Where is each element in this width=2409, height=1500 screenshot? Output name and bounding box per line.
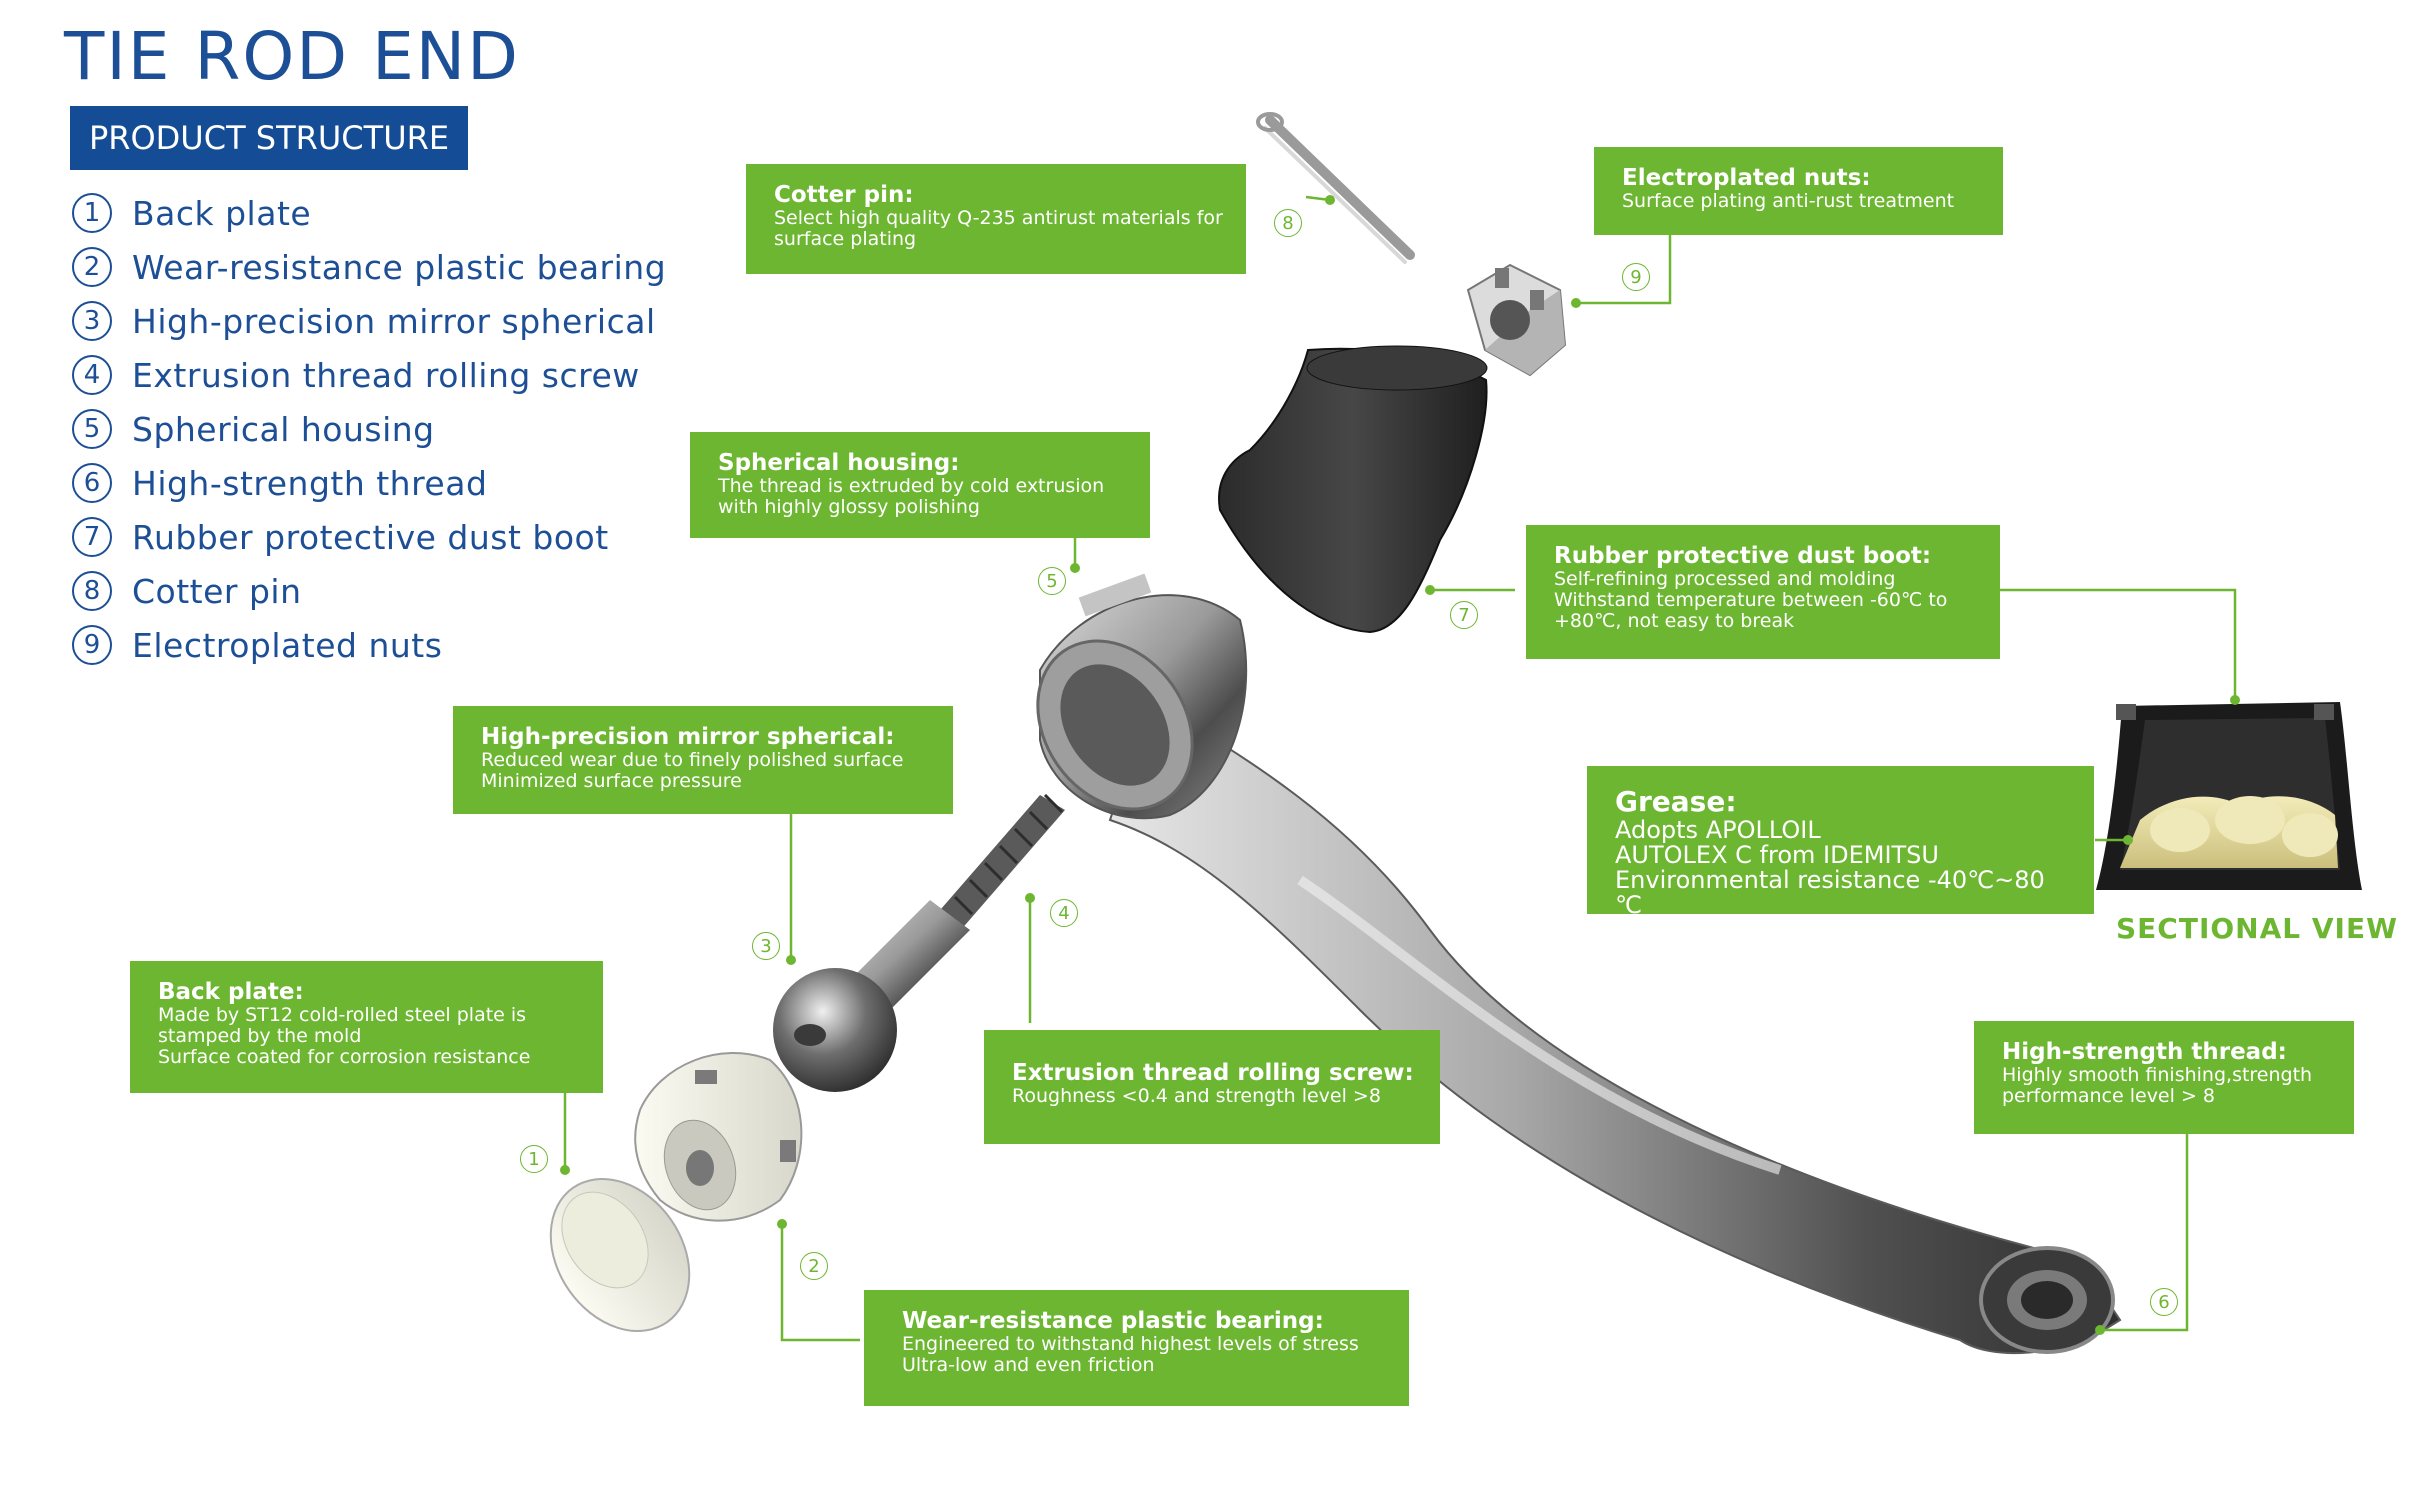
callout-body: Self-refining processed and molding With… (1554, 568, 1948, 632)
parts-list-item: 6 High-strength thread (72, 456, 666, 510)
callout-title: Extrusion thread rolling screw: (1012, 1060, 1414, 1086)
item-label: Rubber protective dust boot (132, 517, 609, 557)
callout-grease: Grease: Adopts APOLLOIL AUTOLEX C from I… (1587, 766, 2094, 918)
section-banner: PRODUCT STRUCTURE (70, 106, 468, 170)
item-label: Spherical housing (132, 409, 435, 449)
callout-high-strength-thread: High-strength thread: Highly smooth fini… (1974, 1021, 2354, 1134)
page-title: TIE ROD END (64, 18, 520, 95)
callout-body: Engineered to withstand highest levels o… (902, 1333, 1359, 1376)
item-number: 4 (72, 355, 112, 395)
callout-back-plate: Back plate: Made by ST12 cold-rolled ste… (130, 961, 603, 1093)
plastic-bearing (634, 1052, 803, 1222)
callout-title: Spherical housing: (718, 450, 960, 476)
mirror-ball (773, 968, 897, 1092)
parts-list-item: 1 Back plate (72, 186, 666, 240)
parts-list-item: 9 Electroplated nuts (72, 618, 666, 672)
marker-9: 9 (1622, 263, 1650, 291)
parts-list-item: 2 Wear-resistance plastic bearing (72, 240, 666, 294)
callout-body: Highly smooth finishing,strength perform… (2002, 1064, 2313, 1107)
callout-title: High-precision mirror spherical: (481, 724, 895, 750)
leader-dots (560, 195, 2240, 1335)
item-label: Back plate (132, 193, 312, 233)
leader-lines (563, 195, 2237, 1342)
back-plate (549, 1177, 691, 1333)
parts-list-item: 4 Extrusion thread rolling screw (72, 348, 666, 402)
marker-2: 2 (800, 1252, 828, 1280)
sectional-view-image (2096, 702, 2362, 890)
ball-stud (773, 793, 1065, 1092)
callout-title: Wear-resistance plastic bearing: (902, 1308, 1324, 1334)
callout-rubber-dust-boot: Rubber protective dust boot: Self-refini… (1526, 525, 2000, 659)
marker-6: 6 (2150, 1288, 2178, 1316)
callout-electroplated-nuts: Electroplated nuts: Surface plating anti… (1594, 147, 2003, 235)
item-label: Wear-resistance plastic bearing (132, 247, 667, 287)
marker-3: 3 (752, 932, 780, 960)
callout-cotter-pin: Cotter pin: Select high quality Q-235 an… (746, 164, 1246, 274)
callout-title: Grease: (1615, 785, 1737, 818)
rubber-boot (1218, 345, 1488, 634)
rod-arm (1108, 698, 2122, 1355)
sectional-view-label: SECTIONAL VIEW (2116, 912, 2398, 945)
cotter-pin (1256, 112, 1415, 264)
marker-7: 7 (1450, 601, 1478, 629)
item-label: Cotter pin (132, 571, 302, 611)
item-number: 1 (72, 193, 112, 233)
parts-list: 1 Back plate 2 Wear-resistance plastic bea… (72, 186, 666, 672)
callout-thread-rolling-screw: Extrusion thread rolling screw: Roughnes… (984, 1030, 1440, 1144)
parts-list-item: 5 Spherical housing (72, 402, 666, 456)
callout-body: Surface plating anti-rust treatment (1622, 190, 1955, 212)
parts-list-item: 7 Rubber protective dust boot (72, 510, 666, 564)
marker-1: 1 (520, 1145, 548, 1173)
marker-8: 8 (1274, 209, 1302, 237)
callout-body: Reduced wear due to finely polished surf… (481, 749, 904, 792)
item-label: Electroplated nuts (132, 625, 443, 665)
parts-list-item: 8 Cotter pin (72, 564, 666, 618)
marker-5: 5 (1038, 567, 1066, 595)
callout-title: Back plate: (158, 979, 304, 1005)
spherical-housing (1036, 573, 1248, 820)
callout-spherical-housing: Spherical housing: The thread is extrude… (690, 432, 1150, 538)
callout-plastic-bearing: Wear-resistance plastic bearing: Enginee… (864, 1290, 1409, 1406)
callout-body: Roughness <0.4 and strength level >8 (1012, 1085, 1381, 1107)
callout-title: High-strength thread: (2002, 1039, 2287, 1065)
callout-title: Cotter pin: (774, 182, 914, 208)
callout-title: Electroplated nuts: (1622, 165, 1871, 191)
castle-nut (1466, 263, 1567, 377)
callout-mirror-spherical: High-precision mirror spherical: Reduced… (453, 706, 953, 814)
item-number: 3 (72, 301, 112, 341)
callout-body: Adopts APOLLOIL AUTOLEX C from IDEMITSU … (1615, 816, 2045, 919)
callout-body: The thread is extruded by cold extrusion… (718, 475, 1105, 518)
item-number: 2 (72, 247, 112, 287)
item-label: High-precision mirror spherical (132, 301, 656, 341)
item-number: 5 (72, 409, 112, 449)
marker-4: 4 (1050, 899, 1078, 927)
callout-title: Rubber protective dust boot: (1554, 543, 1932, 569)
callout-body: Made by ST12 cold-rolled steel plate is … (158, 1004, 531, 1068)
item-number: 9 (72, 625, 112, 665)
callout-body: Select high quality Q-235 antirust mater… (774, 207, 1223, 250)
item-number: 6 (72, 463, 112, 503)
item-number: 8 (72, 571, 112, 611)
parts-list-item: 3 High-precision mirror spherical (72, 294, 666, 348)
item-label: Extrusion thread rolling screw (132, 355, 640, 395)
item-label: High-strength thread (132, 463, 488, 503)
item-number: 7 (72, 517, 112, 557)
